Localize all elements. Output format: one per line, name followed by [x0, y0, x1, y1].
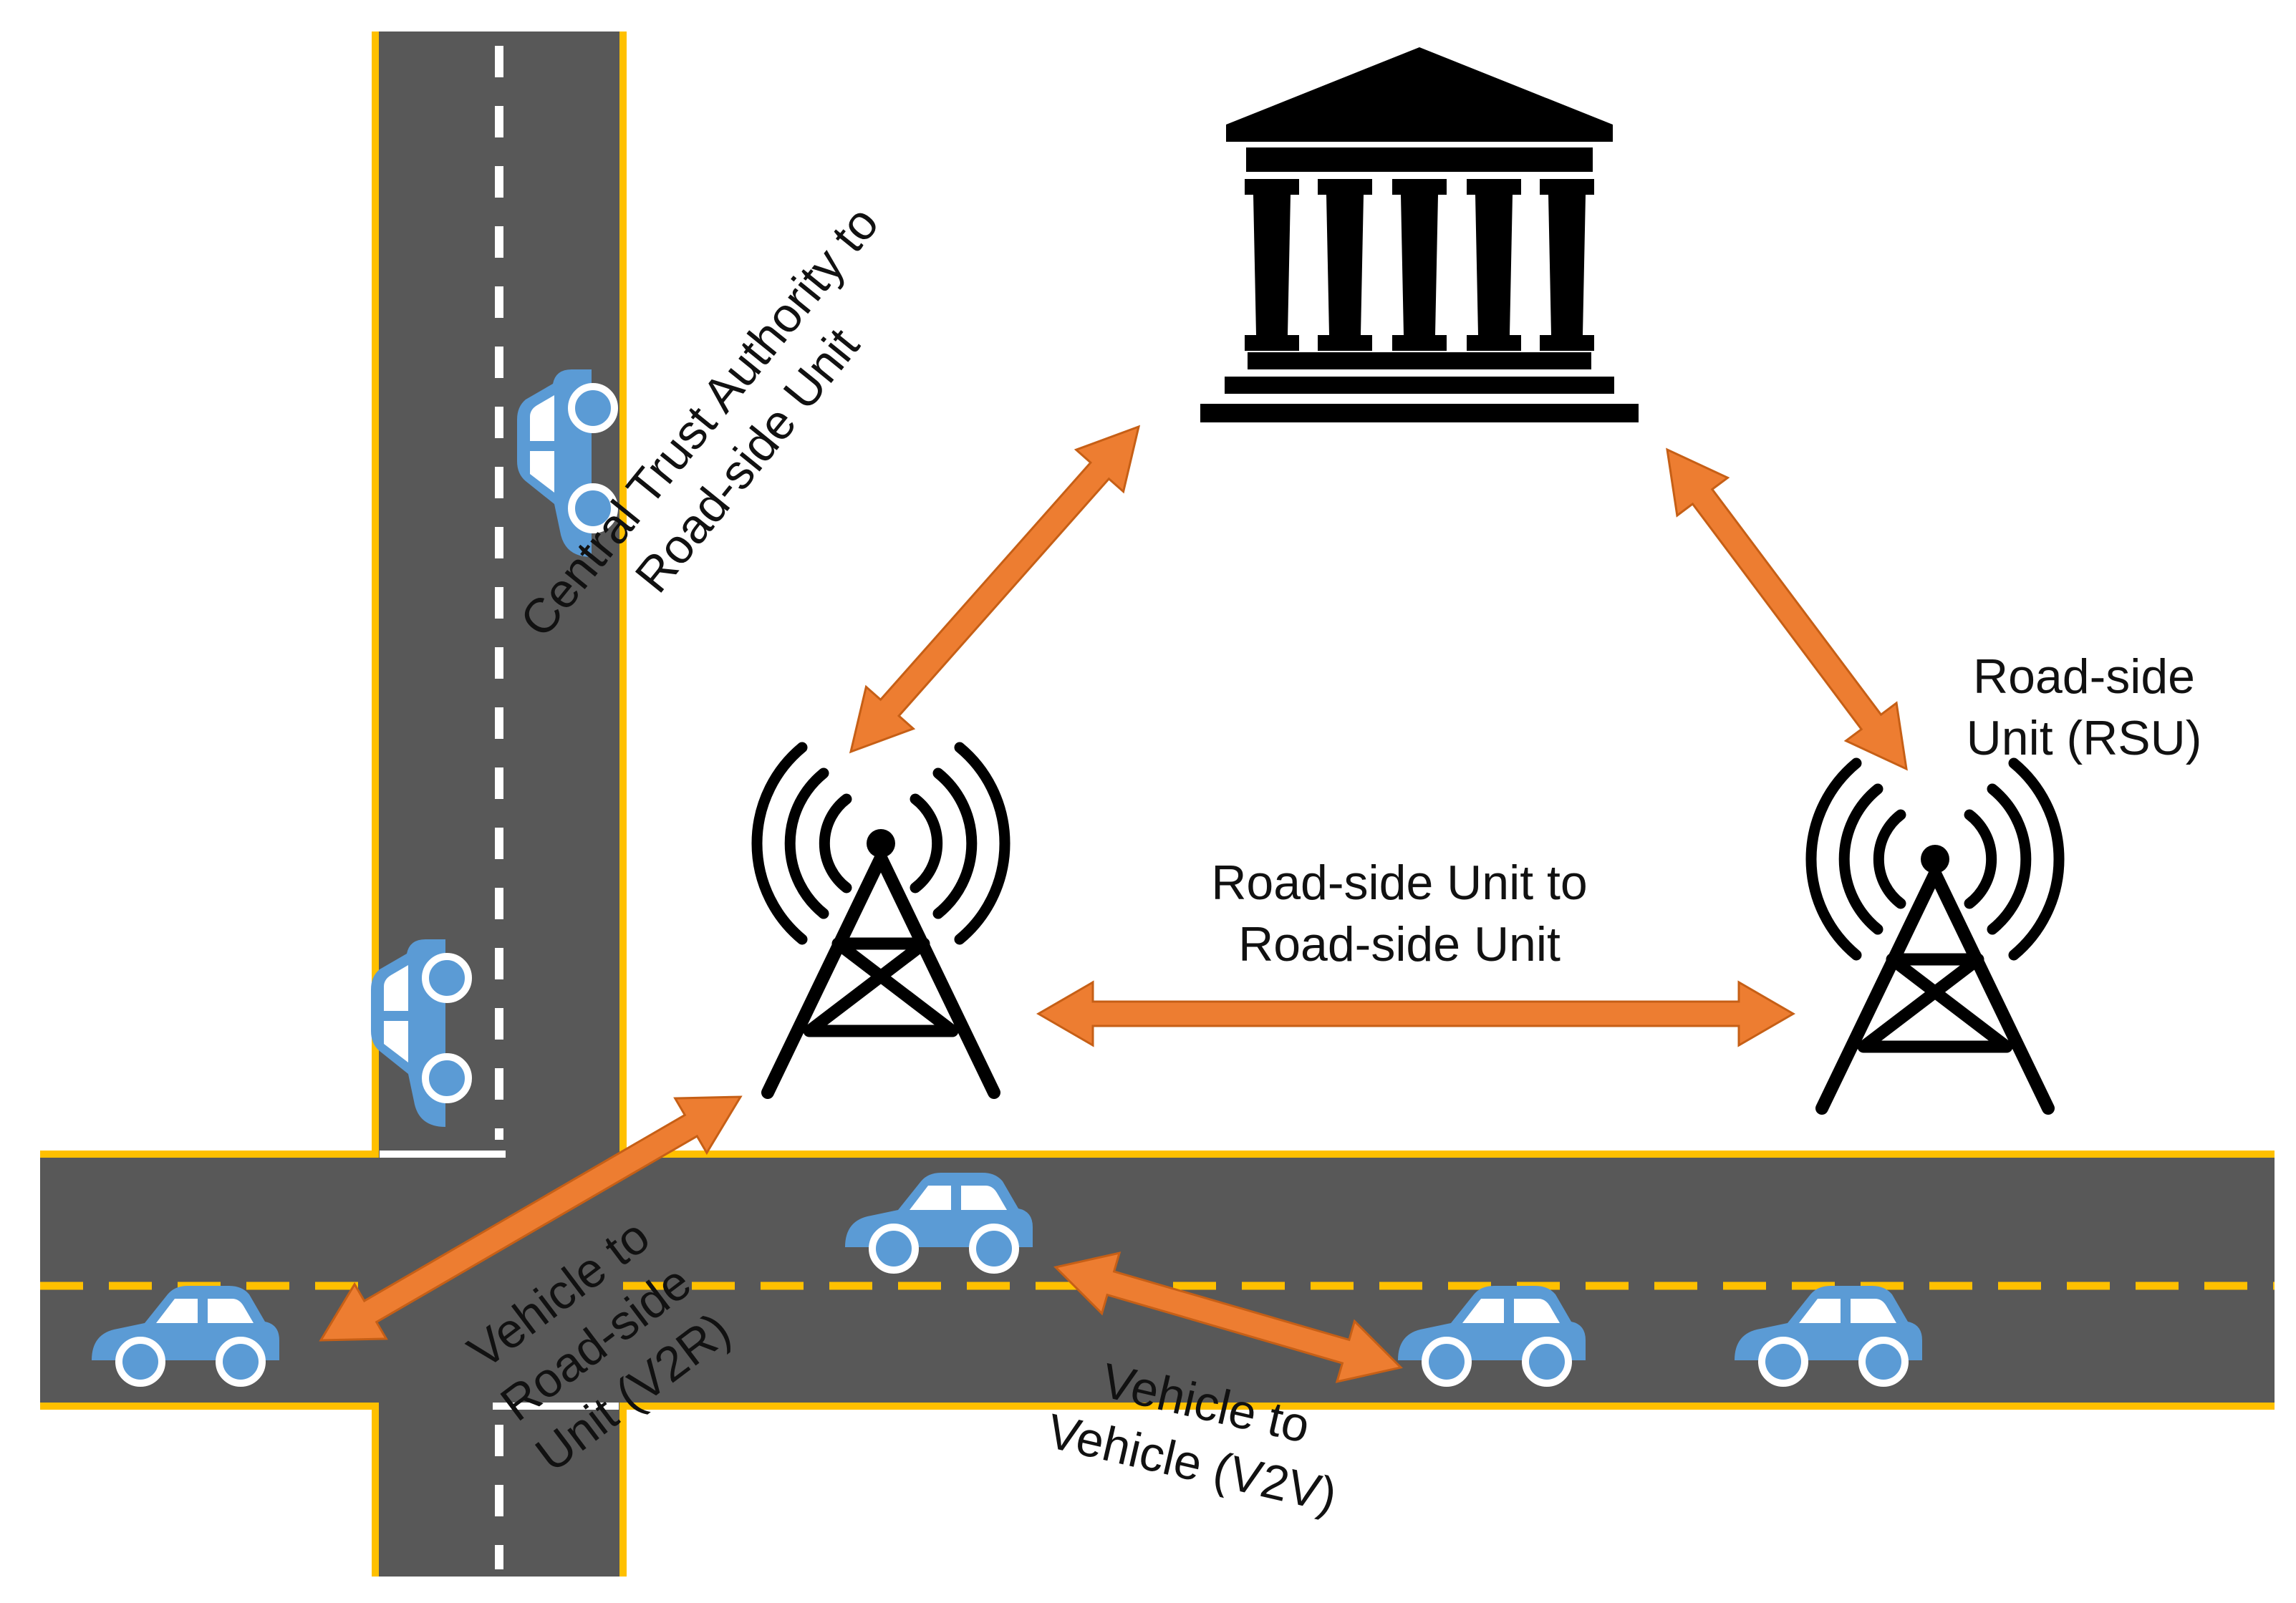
- building-column-4: [1467, 179, 1521, 351]
- label-rsu-to-rsu-line-2: Road-side Unit: [1238, 917, 1561, 972]
- road-edge-bottom-left: [40, 1403, 379, 1577]
- label-rsu: Road-side Unit (RSU): [1967, 646, 2202, 769]
- building-column-3: [1392, 179, 1447, 351]
- arrow-ctra-to-rsu: [849, 425, 1141, 754]
- label-rsu-to-rsu: Road-side Unit to Road-side Unit: [1211, 852, 1587, 975]
- arrow-v2r: [319, 1095, 743, 1342]
- label-rsu-to-rsu-line-1: Road-side Unit to: [1211, 856, 1588, 910]
- building-icon: [1200, 47, 1639, 422]
- road-edge-top-left: [40, 32, 379, 1158]
- arrow-v2v: [1053, 1251, 1403, 1383]
- building-column-1: [1245, 179, 1299, 351]
- arrow-rsu-to-rsu: [1036, 980, 1795, 1047]
- label-rsu-line-2: Unit (RSU): [1966, 711, 2202, 765]
- building-column-5: [1540, 179, 1594, 351]
- cell-tower-icon: [757, 747, 1005, 1093]
- road-edge-bottom-right: [619, 1403, 2275, 1577]
- cell-tower-icon: [1811, 763, 2059, 1108]
- arrow-ctra-to-rsu-right: [1666, 447, 1908, 771]
- label-rsu-line-1: Road-side: [1973, 649, 2195, 704]
- road-network: [40, 32, 2275, 1577]
- building-column-2: [1318, 179, 1372, 351]
